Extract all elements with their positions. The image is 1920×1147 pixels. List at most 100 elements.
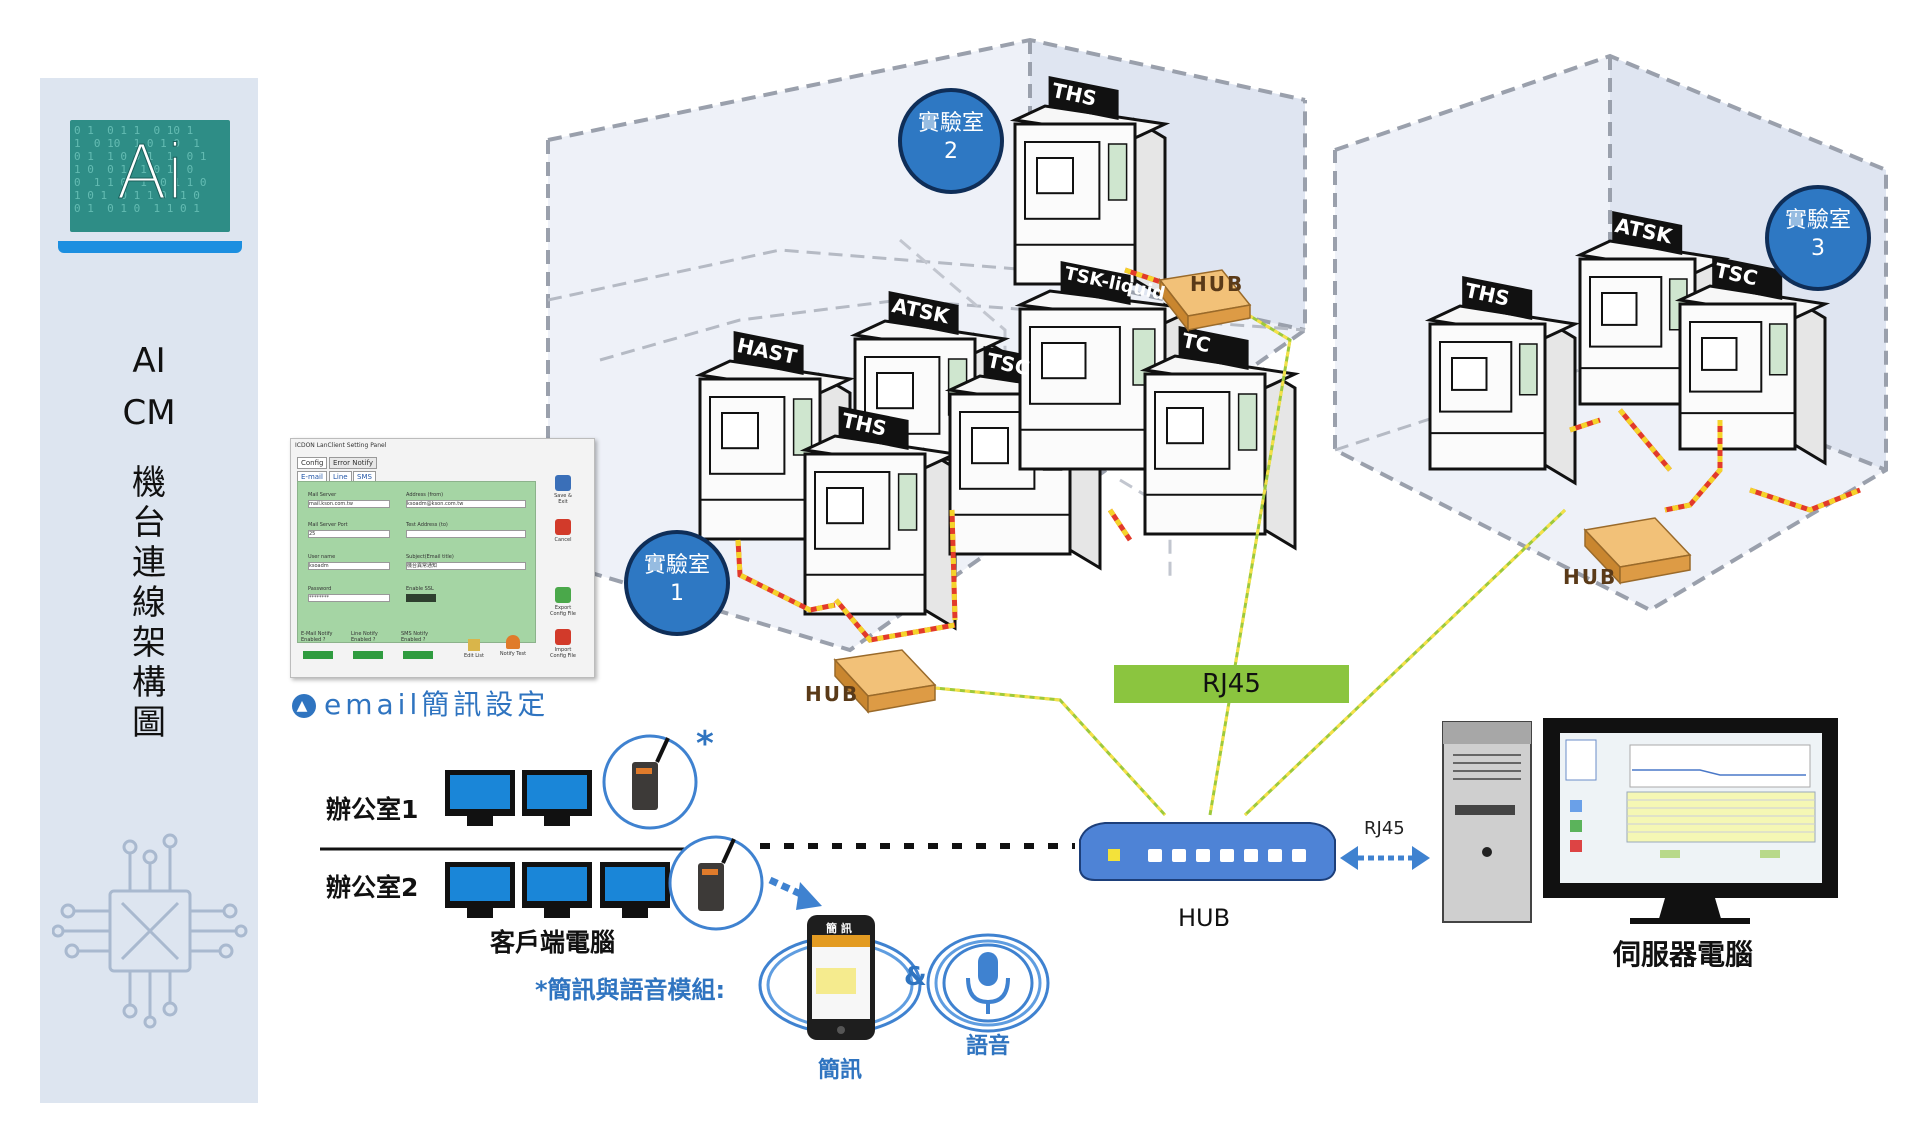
client-monitor bbox=[445, 770, 515, 826]
save-icon bbox=[555, 475, 571, 491]
hub-label-lab2: HUB bbox=[1190, 272, 1245, 296]
test-address-input[interactable] bbox=[406, 530, 526, 538]
field-label: Mail Server Port bbox=[308, 522, 348, 528]
lab-badge-2: 實驗室 2 bbox=[898, 88, 1004, 194]
email-notify-toggle[interactable] bbox=[303, 651, 333, 659]
sms-label: 簡訊 bbox=[818, 1058, 863, 1083]
machine-hub-cables bbox=[735, 267, 1861, 643]
sms-notify-toggle[interactable] bbox=[403, 651, 433, 659]
server-tower bbox=[1442, 721, 1532, 923]
ampersand: & bbox=[904, 962, 927, 992]
lab-badge-number: 2 bbox=[944, 139, 958, 164]
tab-config[interactable]: Config bbox=[297, 457, 328, 469]
notify-label: Line Notify Enabled ? bbox=[351, 631, 378, 643]
lab-badge-number: 1 bbox=[670, 581, 684, 606]
panel-title: ICDON LanClient Setting Panel bbox=[295, 442, 387, 449]
client-monitor bbox=[522, 862, 592, 918]
machines bbox=[694, 76, 1831, 631]
export-icon bbox=[555, 587, 571, 603]
vertical-char: 台 bbox=[132, 503, 166, 543]
vertical-char: 連 bbox=[132, 543, 166, 583]
import-config-button[interactable]: Import Config File bbox=[549, 629, 577, 659]
tab-error-notify[interactable]: Error Notify bbox=[329, 457, 377, 469]
field-label: Subject(Email title) bbox=[406, 554, 454, 560]
bell-icon bbox=[506, 635, 520, 649]
mail-server-port-input[interactable]: 25 bbox=[308, 530, 390, 538]
notify-test-button[interactable]: Notify Test bbox=[496, 635, 530, 657]
sidebar-title-cm: CM bbox=[122, 393, 176, 433]
hub-device-lab3 bbox=[1583, 517, 1692, 585]
lab-badge-label: 實驗室 bbox=[917, 111, 984, 136]
email-caption: ▲ email簡訊設定 bbox=[292, 683, 549, 723]
hub-device-lab2 bbox=[1158, 269, 1252, 333]
edit-icon bbox=[468, 639, 480, 651]
save-exit-button[interactable]: Save & Exit bbox=[549, 475, 577, 505]
wireless-module-1 bbox=[602, 734, 698, 830]
machine-chamber bbox=[1139, 326, 1301, 551]
enable-ssl-toggle[interactable] bbox=[406, 594, 436, 602]
user-name-input[interactable]: ksoadm bbox=[308, 562, 390, 570]
rj45-label-bar: RJ45 bbox=[1114, 665, 1349, 703]
save-exit-label: Save & Exit bbox=[554, 493, 572, 505]
hub-label-lab1: HUB bbox=[805, 682, 860, 706]
vertical-char: 機 bbox=[132, 463, 166, 503]
hub-device-lab1 bbox=[833, 649, 937, 714]
sidebar-vertical-title: 機 台 連 線 架 構 圖 bbox=[40, 463, 258, 743]
edit-list-label: Edit List bbox=[463, 653, 484, 659]
office2-label: 辦公室2 bbox=[326, 873, 419, 902]
logo-underline bbox=[58, 241, 242, 253]
address-from-input[interactable]: ksoadm@kson.com.tw bbox=[406, 500, 526, 508]
machine-chamber bbox=[799, 406, 961, 631]
module-label: *簡訊與語音模組: bbox=[535, 976, 726, 1004]
machine-chamber bbox=[1424, 276, 1581, 486]
import-icon bbox=[555, 629, 571, 645]
triangle-up-icon: ▲ bbox=[292, 694, 316, 718]
notify-label: SMS Notify Enabled ? bbox=[401, 631, 429, 643]
hub-uplink-cables bbox=[934, 308, 1567, 817]
office-monitors bbox=[445, 770, 670, 918]
sms-phone bbox=[758, 915, 922, 1040]
lab-badge-number: 3 bbox=[1811, 236, 1825, 261]
field-label: Mail Server bbox=[308, 492, 337, 498]
vertical-char: 架 bbox=[132, 623, 166, 663]
cancel-icon bbox=[555, 519, 571, 535]
field-label: Enable SSL bbox=[406, 586, 434, 592]
ai-logo: 0 1 0 1 1 0 10 1 1 0 10 1 0 1 0 1 0 1 1 … bbox=[70, 120, 230, 232]
machine-chamber bbox=[1009, 76, 1171, 301]
machine-chamber bbox=[1674, 256, 1831, 466]
vertical-char: 構 bbox=[132, 663, 166, 703]
hub-label-lab3: HUB bbox=[1563, 565, 1618, 589]
lab-badge-1: 實驗室 1 bbox=[624, 530, 730, 636]
email-caption-text: email簡訊設定 bbox=[324, 688, 550, 721]
subject-input[interactable]: 機台異常通知 bbox=[406, 562, 526, 570]
cancel-button[interactable]: Cancel bbox=[549, 519, 577, 543]
main-hub-device bbox=[1079, 822, 1336, 881]
edit-list-button[interactable]: Edit List bbox=[459, 639, 489, 659]
module-to-phone-arrow bbox=[768, 876, 822, 910]
notify-test-label: Notify Test bbox=[499, 651, 527, 657]
settings-panel: ICDON LanClient Setting Panel Config Err… bbox=[290, 438, 595, 678]
field-label: User name bbox=[308, 554, 336, 560]
server-label: 伺服器電腦 bbox=[1613, 938, 1754, 971]
vertical-char: 圖 bbox=[132, 703, 166, 743]
import-config-label: Import Config File bbox=[550, 647, 576, 659]
voice-microphone-icon bbox=[926, 933, 1050, 1033]
client-pc-label: 客戶端電腦 bbox=[490, 928, 616, 957]
ai-logo-text: Ai bbox=[116, 130, 186, 217]
mail-server-input[interactable]: mail.kson.com.tw bbox=[308, 500, 390, 508]
circuit-chip-icon bbox=[52, 833, 248, 1029]
voice-label: 語音 bbox=[966, 1034, 1011, 1059]
lab-badge-label: 實驗室 bbox=[643, 553, 710, 578]
field-label: Address (from) bbox=[406, 492, 444, 498]
client-monitor bbox=[600, 862, 670, 918]
export-config-button[interactable]: Export Config File bbox=[549, 587, 577, 617]
rj45-arrow bbox=[1340, 846, 1430, 870]
field-label: Password bbox=[308, 586, 332, 592]
email-form: Mail Server mail.kson.com.tw Address (fr… bbox=[297, 481, 536, 643]
line-notify-toggle[interactable] bbox=[353, 651, 383, 659]
server-monitor bbox=[1543, 718, 1838, 924]
sidebar-title-ai: AI bbox=[132, 341, 166, 381]
password-input[interactable]: ******** bbox=[308, 594, 390, 602]
field-label: Test Address (to) bbox=[406, 522, 448, 528]
